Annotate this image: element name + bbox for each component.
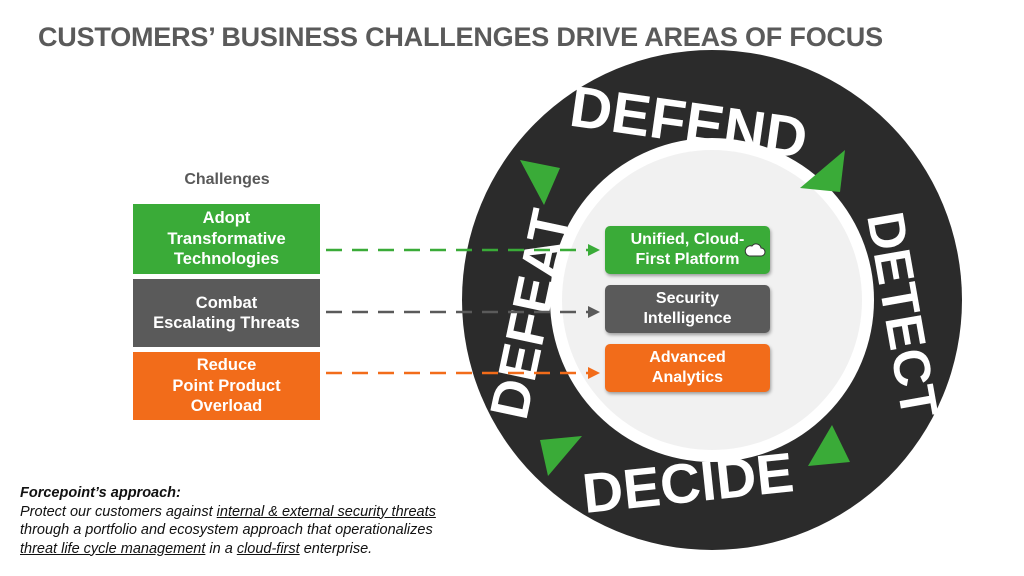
connector-green-arrowhead <box>588 244 600 256</box>
ring-arrow-top-right <box>800 150 845 192</box>
page-title: CUSTOMERS’ BUSINESS CHALLENGES DRIVE ARE… <box>38 22 883 52</box>
ring-arrow-bottom-right <box>808 425 850 466</box>
focus-unified-cloud-platform: Unified, Cloud- First Platform <box>605 226 770 274</box>
focus-unified-cloud-platform-label: Unified, Cloud- First Platform <box>630 231 745 268</box>
approach-line-2: through a portfolio and ecosystem approa… <box>20 522 433 538</box>
approach-line-3-end: enterprise. <box>299 540 373 557</box>
cloud-icon <box>744 243 766 257</box>
approach-text: Forcepoint’s approach: Protect our custo… <box>20 484 436 558</box>
challenges-heading: Challenges <box>184 171 270 188</box>
ring-arrow-bottom-left <box>540 436 582 476</box>
approach-line-1-text: Protect our customers against <box>20 503 217 520</box>
approach-link-lifecycle: threat life cycle management <box>20 540 206 557</box>
focus-security-intelligence: Security Intelligence <box>605 285 770 333</box>
approach-line-1: Protect our customers against internal &… <box>20 503 436 522</box>
approach-link-cloud-first: cloud-first <box>236 540 300 557</box>
focus-advanced-analytics: Advanced Analytics <box>605 344 770 392</box>
approach-heading: Forcepoint’s approach: <box>20 485 181 501</box>
challenge-reduce-overload: Reduce Point Product Overload <box>133 352 320 420</box>
approach-link-threats: internal & external security threats <box>216 503 436 520</box>
connector-orange-arrowhead <box>588 367 600 379</box>
challenge-combat-threats: Combat Escalating Threats <box>133 279 320 347</box>
connector-gray-arrowhead <box>588 306 600 318</box>
approach-line-3: threat life cycle management in a cloud-… <box>20 540 436 559</box>
challenge-adopt-technologies: Adopt Transformative Technologies <box>133 204 320 274</box>
approach-line-3-mid: in a <box>205 540 237 557</box>
ring-arrow-top-left <box>520 160 560 205</box>
